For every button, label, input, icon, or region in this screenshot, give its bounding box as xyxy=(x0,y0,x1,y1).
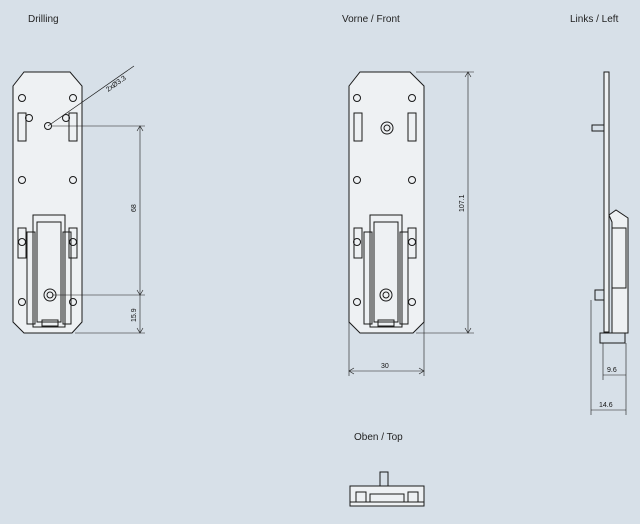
left-view xyxy=(590,71,629,415)
front-hole-bottom xyxy=(379,288,393,302)
drill-slot-left xyxy=(17,112,27,142)
front-hole-top xyxy=(380,121,394,135)
dim-9-6: 9.6 xyxy=(607,367,617,374)
drill-hole-top xyxy=(44,122,52,130)
view-title-drilling: Drilling xyxy=(28,14,59,25)
view-title-left: Links / Left xyxy=(570,14,619,25)
dim-14-6: 14.6 xyxy=(599,402,613,409)
dim-107-1: 107.1 xyxy=(459,194,466,212)
drilling-view xyxy=(12,65,145,334)
view-title-front: Vorne / Front xyxy=(342,14,400,25)
front-view xyxy=(348,71,474,376)
dim-30: 30 xyxy=(381,363,389,370)
drill-slot-right xyxy=(68,112,78,142)
view-title-top: Oben / Top xyxy=(354,432,403,443)
dim-68: 68 xyxy=(131,204,138,212)
dim-15-9: 15.9 xyxy=(131,308,138,322)
top-view xyxy=(349,471,425,507)
dim-hole-spec: 2xØ3.3 xyxy=(105,75,128,94)
